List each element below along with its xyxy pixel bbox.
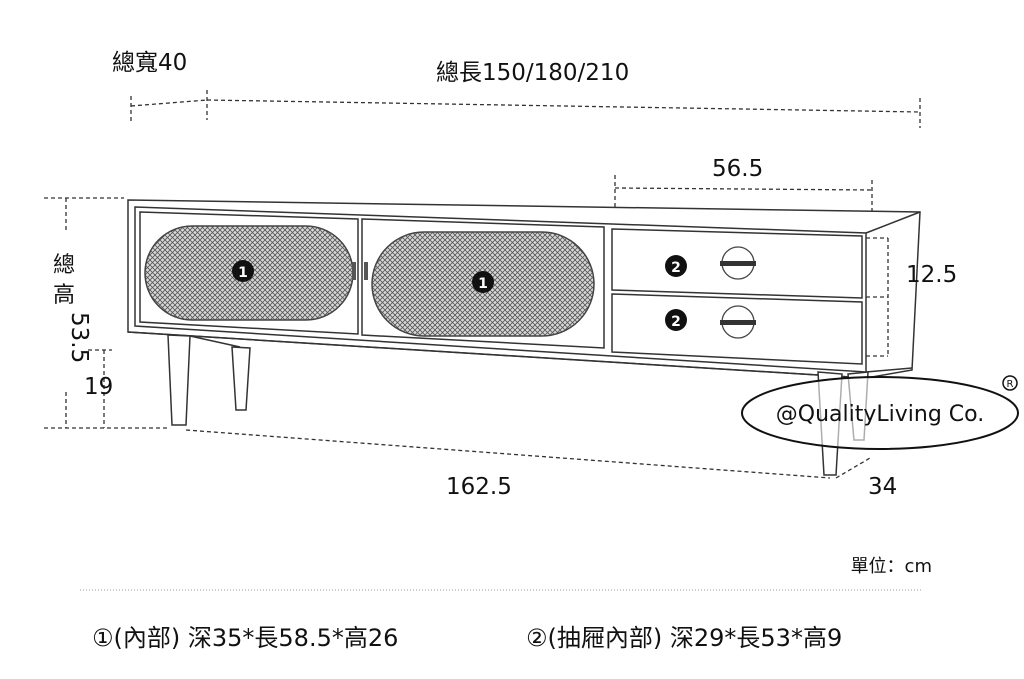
leg-span-label: 162.5	[446, 474, 512, 500]
total-width-label: 總寬40	[112, 50, 187, 76]
drawer-marker-bottom: 2	[665, 309, 687, 331]
door-handle-right	[364, 262, 368, 280]
svg-text:R: R	[1007, 379, 1014, 390]
height-dimension-line	[44, 197, 168, 429]
drawer-pull-bottom	[720, 305, 756, 339]
door-marker-left: 1	[232, 260, 254, 282]
svg-text:1: 1	[478, 276, 488, 292]
door-marker-right: 1	[472, 271, 494, 293]
width-dimension-line	[130, 90, 921, 128]
leg-span-dimension	[185, 429, 871, 479]
drawer-height-dimension	[866, 237, 889, 357]
svg-text:2: 2	[671, 260, 681, 276]
drawer-marker-top: 2	[665, 255, 687, 277]
total-height-value: 53.5	[66, 312, 92, 363]
depth-label: 34	[868, 474, 897, 500]
svg-text:2: 2	[671, 314, 681, 330]
leg-height-label: 19	[84, 374, 113, 400]
total-height-label-1: 總	[53, 253, 75, 278]
brand-watermark: @QualityLiving Co. R	[741, 375, 1019, 450]
door-handle-left	[352, 262, 356, 280]
drawer-pull-top	[720, 246, 756, 280]
total-length-label: 總長150/180/210	[436, 60, 629, 86]
unit-label: 單位：cm	[851, 556, 932, 577]
total-height-label-2: 高	[53, 283, 75, 308]
note-door-interior: ①(內部) 深35*長58.5*高26	[92, 624, 398, 652]
watermark-text: @QualityLiving Co.	[776, 402, 984, 427]
note-drawer-interior: ②(抽屜內部) 深29*長53*高9	[526, 624, 842, 652]
registered-mark-icon	[1002, 375, 1018, 391]
svg-text:1: 1	[238, 265, 248, 281]
drawer-width-label: 56.5	[712, 156, 763, 182]
drawer-height-label: 12.5	[906, 262, 957, 288]
